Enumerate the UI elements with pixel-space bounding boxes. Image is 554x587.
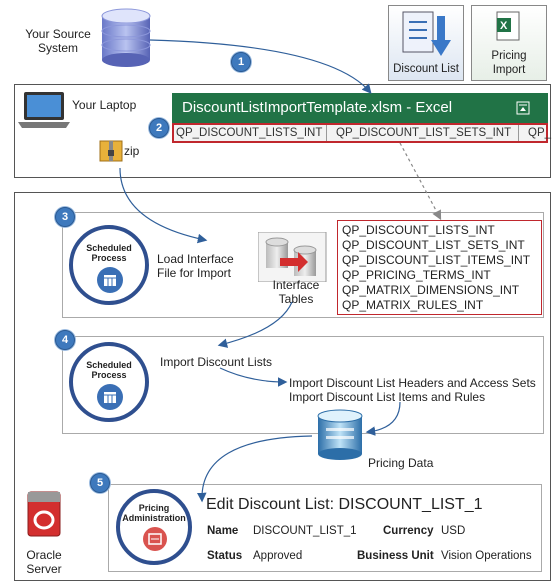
ribbon-display-icon[interactable]: [516, 101, 530, 115]
excel-sheet-tabs: QP_DISCOUNT_LISTS_INT QP_DISCOUNT_LIST_S…: [172, 123, 552, 143]
table-item: QP_DISCOUNT_LISTS_INT: [342, 223, 495, 237]
load-interface-label: Load Interface File for Import: [157, 252, 234, 280]
oracle-server-label: Oracle Server: [26, 548, 62, 576]
table-item: QP_PRICING_TERMS_INT: [342, 268, 491, 282]
business-unit-label: Business Unit: [357, 550, 434, 562]
excel-title-bar: DiscountListImportTemplate.xlsm - Excel: [172, 93, 548, 123]
status-label: Status: [207, 550, 243, 562]
svg-text:X: X: [500, 20, 508, 32]
discount-list-label: Discount List: [393, 63, 459, 75]
oracle-server-icon: [27, 491, 61, 537]
sheet-tab-more[interactable]: QP_: [528, 127, 552, 139]
step-badge-2: 2: [149, 118, 169, 138]
step-badge-1: 1: [231, 52, 251, 72]
table-item: QP_DISCOUNT_LIST_SETS_INT: [342, 238, 525, 252]
table-item: QP_MATRIX_DIMENSIONS_INT: [342, 283, 520, 297]
table-item: QP_MATRIX_RULES_INT: [342, 298, 484, 312]
step-badge-4: 4: [55, 330, 75, 350]
database-icon: [101, 8, 151, 67]
zip-icon: [99, 140, 123, 162]
discount-list-tile: Discount List: [388, 5, 464, 81]
calendar-icon: [97, 384, 123, 410]
table-item: QP_DISCOUNT_LIST_ITEMS_INT: [342, 253, 531, 267]
import-items-label: Import Discount List Items and Rules: [289, 390, 486, 404]
import-discount-lists-label: Import Discount Lists: [160, 355, 273, 369]
import-headers-label: Import Discount List Headers and Access …: [289, 376, 536, 390]
name-label: Name: [207, 525, 239, 537]
interface-tables-label: Interface Tables: [272, 278, 320, 306]
laptop-icon: [18, 92, 70, 128]
source-system-label: Your Source System: [25, 27, 91, 55]
interface-table-list: QP_DISCOUNT_LISTS_INT QP_DISCOUNT_LIST_S…: [337, 220, 542, 315]
name-value: DISCOUNT_LIST_1: [253, 525, 357, 537]
edit-discount-list-title: Edit Discount List: DISCOUNT_LIST_1: [206, 496, 483, 513]
business-unit-value: Vision Operations: [441, 550, 532, 562]
pricing-data-label: Pricing Data: [368, 456, 434, 470]
sheet-tab-discount-lists[interactable]: QP_DISCOUNT_LISTS_INT: [176, 127, 323, 139]
document-list-icon: [402, 11, 451, 56]
step-badge-5: 5: [90, 473, 110, 493]
interface-tables-icon: [258, 232, 327, 282]
excel-title: DiscountListImportTemplate.xlsm - Excel: [182, 99, 453, 116]
currency-label: Currency: [383, 525, 434, 537]
laptop-label: Your Laptop: [72, 98, 137, 112]
sheet-tab-discount-list-sets[interactable]: QP_DISCOUNT_LIST_SETS_INT: [336, 127, 512, 139]
pricing-import-label: Pricing Import: [491, 50, 527, 76]
zip-label: zip: [124, 144, 140, 158]
excel-file-icon: X: [496, 11, 520, 41]
calendar-icon: [97, 267, 123, 293]
pricing-import-tile: X Pricing Import: [471, 5, 547, 81]
pricing-admin-badge-icon: [143, 527, 167, 551]
status-value: Approved: [253, 550, 303, 562]
pricing-data-icon: [317, 409, 363, 460]
currency-value: USD: [441, 525, 466, 537]
step-badge-3: 3: [55, 207, 75, 227]
